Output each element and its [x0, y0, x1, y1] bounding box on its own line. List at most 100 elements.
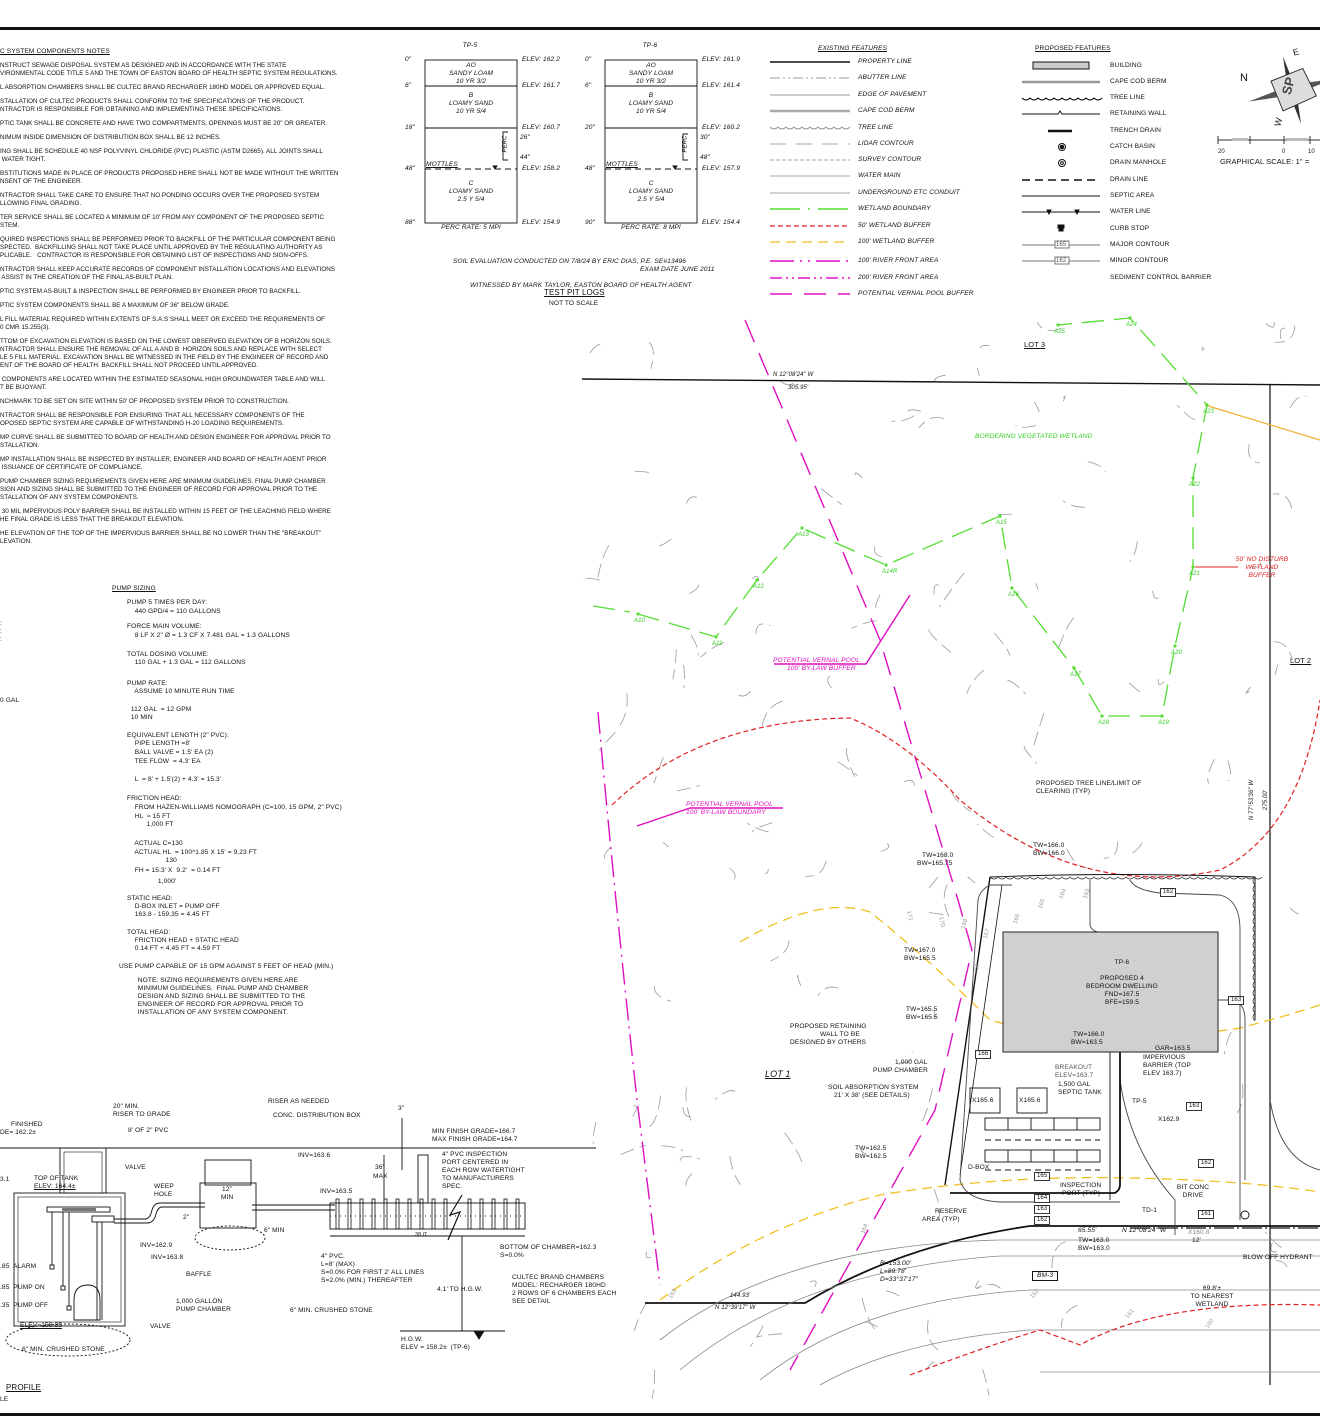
note-line: PTIC TANK SHALL BE CONCRETE AND HAVE TWO… [0, 120, 328, 127]
chamber-post [515, 1198, 520, 1230]
contour-line [976, 368, 980, 376]
note-line: SIGN AND SIZING SHALL BE SUBMITTED TO TH… [0, 486, 318, 493]
depth-label: 88" [405, 219, 415, 226]
contour-line [746, 822, 769, 833]
note-line: HE FINAL GRADE IS LESS THAT THE BREAKOUT… [0, 516, 184, 523]
label: ELEV = 158.2± (TP-6) [401, 1344, 470, 1351]
note-line: WATER TIGHT. [0, 156, 46, 163]
soil-layer-label: B [648, 92, 654, 99]
legend-item-label: CURB STOP [1110, 225, 1150, 232]
contour-line [685, 496, 698, 507]
legend-item-label: MAJOR CONTOUR [1110, 241, 1170, 248]
label: TO NEAREST [1190, 1293, 1234, 1300]
wetland-flag-label: A19 [1158, 720, 1169, 726]
exam-date-text: EXAM DATE JUNE 2011 [640, 266, 715, 273]
contour-line [1157, 679, 1165, 686]
note-line: NTRACTOR SHALL BE RESPONSIBLE FOR ENSURI… [0, 412, 305, 419]
soil-layer-label: B [468, 92, 474, 99]
contour-line [927, 1319, 941, 1352]
contour-line [804, 860, 827, 877]
contour-line [907, 409, 928, 414]
wetland-flag-label: A14R [882, 569, 898, 575]
profile-title: PROFILE [6, 1383, 41, 1392]
contour-line [654, 986, 672, 1002]
wetland-flag-label: A18 [1098, 720, 1109, 726]
contour-line [662, 842, 669, 848]
contour-line [729, 1155, 741, 1185]
contour-line [797, 975, 802, 987]
depth-label: 90" [585, 219, 595, 226]
note-item: 30 MIL IMPERVIOUS POLY BARRIER SHALL BE … [0, 508, 370, 524]
contour-line [749, 1325, 764, 1347]
label: 36" [375, 1164, 385, 1171]
legend-item-label: UNDERGROUND ETC CONDUIT [858, 189, 960, 196]
legend-minor-tag: 162 [1056, 258, 1067, 264]
label: PROPOSED RETAINING [790, 1023, 867, 1030]
contour-line [751, 822, 773, 833]
septic-profile-detail [0, 1118, 596, 1357]
label: INV=163.6 [298, 1152, 331, 1159]
contour-line [672, 649, 677, 680]
road-edges [659, 1239, 1320, 1386]
calc-line: 440 GPD/4 = 110 GALLONS [127, 608, 221, 615]
label: TD-1 [1142, 1207, 1158, 1214]
wetland-flag-point [1010, 586, 1014, 590]
calc-line: hL ≈ 15 FT [127, 813, 171, 820]
wetland-flag-label: A17 [1070, 672, 1081, 678]
calc-line: STATIC HEAD: [127, 895, 173, 902]
label: INSPECTION [1060, 1182, 1102, 1189]
calc-line: INSTALLATION OF ANY SYSTEM COMPONENT. [130, 1009, 288, 1016]
note-line: NIMUM INSIDE DIMENSION OF DISTRIBUTION B… [0, 134, 221, 141]
label: WEEP [154, 1183, 174, 1190]
legend-existing-title: EXISTING FEATURES [818, 45, 887, 52]
note-item: MP INSTALLATION SHALL BE INSPECTED BY IN… [0, 456, 370, 472]
contour-line [982, 1369, 990, 1396]
contour-line [977, 823, 994, 838]
contour-line [1273, 1260, 1288, 1268]
tree-line-scallops [989, 876, 1263, 1022]
elevation-label: ELEV: 161.9 [702, 56, 741, 63]
contour-line [820, 488, 843, 506]
perc-rate: PERC RATE: 8 MPI [621, 224, 681, 231]
no-disturb-label: 50' NO DISTURB [1235, 556, 1289, 563]
label: H.G.W. [401, 1336, 423, 1343]
contour-line [1245, 686, 1251, 694]
label: MIN [221, 1194, 234, 1201]
label: FINISHED [11, 1121, 43, 1128]
calc-line: FORCE MAIN VOLUME: [127, 623, 202, 630]
note-item: COMPONENTS ARE LOCATED WITHIN THE ESTIMA… [0, 376, 370, 392]
wetland-flag-point [1056, 323, 1060, 327]
perc-depth: 44" [520, 154, 530, 161]
soil-layer-label: 10 YR 3/2 [455, 78, 487, 85]
north-arrow-compass [1248, 56, 1320, 124]
note-line: 30 MIL IMPERVIOUS POLY BARRIER SHALL BE … [0, 508, 331, 515]
calc-line: ENGINEER OF RECORD FOR APPROVAL PRIOR TO [130, 1001, 304, 1008]
label: BW=163.0 [1078, 1245, 1110, 1252]
soil-layer-label: LOAMY SAND [628, 188, 674, 195]
legend-item-label: TREE LINE [1110, 94, 1145, 101]
contour-line [864, 1321, 881, 1329]
calc-line: ASSUME 10 MINUTE RUN TIME [127, 688, 235, 695]
note-item: HE ELEVATION OF THE TOP OF THE IMPERVIOU… [0, 530, 370, 546]
contour-line [854, 472, 863, 478]
label: 12" [222, 1186, 232, 1193]
wetland-flag-point [884, 563, 888, 567]
label: BW=165.5 [904, 955, 936, 962]
label: ELEV: 164.4± [34, 1183, 76, 1190]
label: 1,000 GALLON [176, 1298, 223, 1305]
chamber-posts [335, 1198, 520, 1230]
chamber-post [419, 1198, 424, 1230]
note-line: NSTRUCT SEWAGE DISPOSAL SYSTEM AS DESIGN… [0, 62, 287, 69]
label: 6" MIN [264, 1227, 285, 1234]
calc-line: TOTAL HEAD: [127, 929, 171, 936]
calc-line: EQUIVALENT LENGTH (2" PVC): [127, 732, 229, 739]
label: PUMP CHAMBER [176, 1306, 231, 1313]
chamber-post [479, 1198, 484, 1230]
note-line: TER SERVICE SHALL BE LOCATED A MINIMUM O… [0, 214, 325, 221]
soil-layer-label: C [648, 180, 654, 187]
label: TO MANUFACTURERS [442, 1175, 514, 1182]
note-line: NTRACTOR SHALL ENSURE THE REMOVAL OF ALL… [0, 346, 322, 353]
wetland-boundary-line [592, 605, 631, 613]
label: PORT (TYP) [1062, 1190, 1101, 1197]
